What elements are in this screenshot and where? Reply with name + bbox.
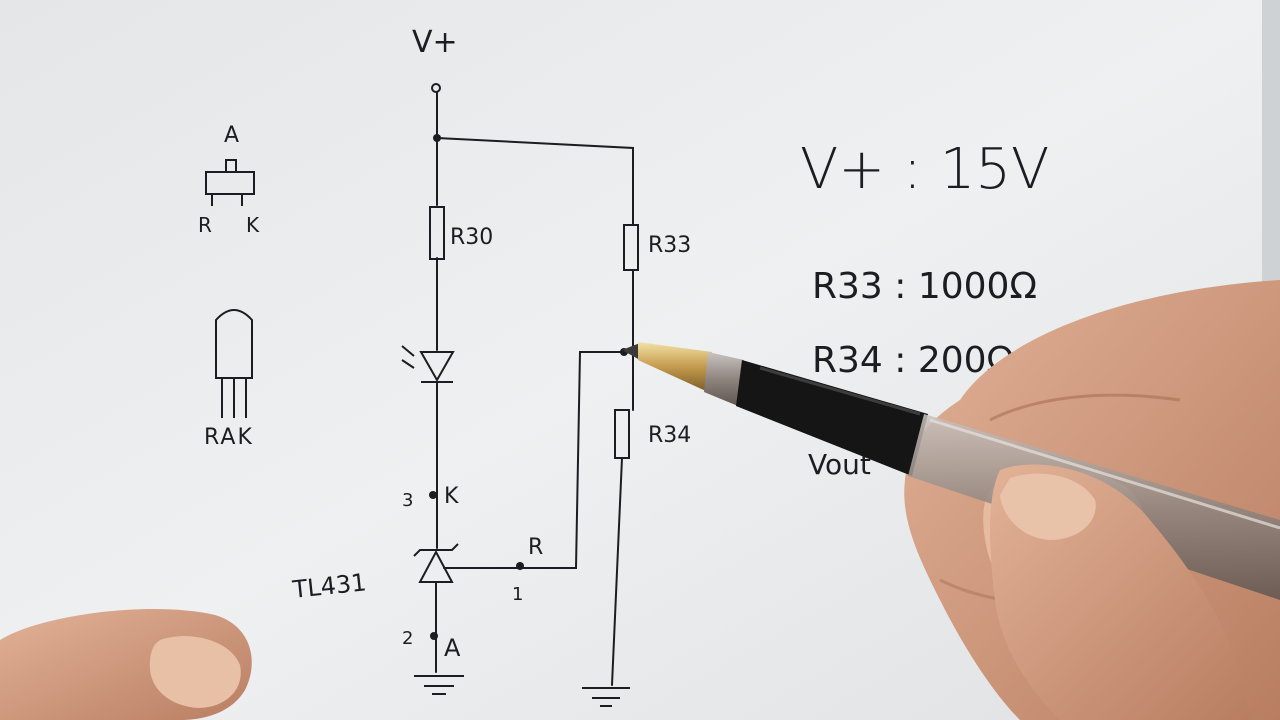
label-r30: R30	[450, 225, 493, 250]
node-a-label: A	[444, 634, 461, 662]
node-r-label: R	[528, 535, 543, 560]
note-r34: R34 : 200Ω	[812, 340, 1014, 381]
led-symbol	[401, 345, 455, 383]
sot23-label-a: A	[224, 123, 239, 148]
left-thumb	[0, 609, 252, 720]
circuit-wires	[431, 83, 634, 686]
resistor-r34	[614, 409, 630, 459]
to92-pin-labels: RAK	[204, 425, 254, 450]
sot23-symbol	[205, 159, 255, 206]
resistor-r33	[623, 224, 639, 271]
node-k-number: 3	[402, 490, 413, 511]
node-r-number: 1	[512, 584, 523, 605]
ground-left	[414, 675, 464, 695]
supply-label: V+	[412, 25, 458, 60]
node-k-label: K	[444, 484, 459, 509]
label-r34: R34	[648, 423, 691, 448]
node-a-number: 2	[402, 628, 413, 649]
to92-symbol	[215, 309, 253, 418]
ground-right	[582, 687, 630, 707]
resistor-r30	[429, 206, 445, 260]
note-vplus: V+ : 15V	[800, 137, 1049, 202]
label-r33: R33	[648, 233, 691, 258]
sot23-label-r: R	[198, 213, 212, 237]
sot23-label-k: K	[246, 213, 260, 237]
right-hand-thumb	[990, 464, 1250, 720]
tl431-symbol	[413, 543, 459, 583]
note-r33: R33 : 1000Ω	[812, 266, 1037, 307]
